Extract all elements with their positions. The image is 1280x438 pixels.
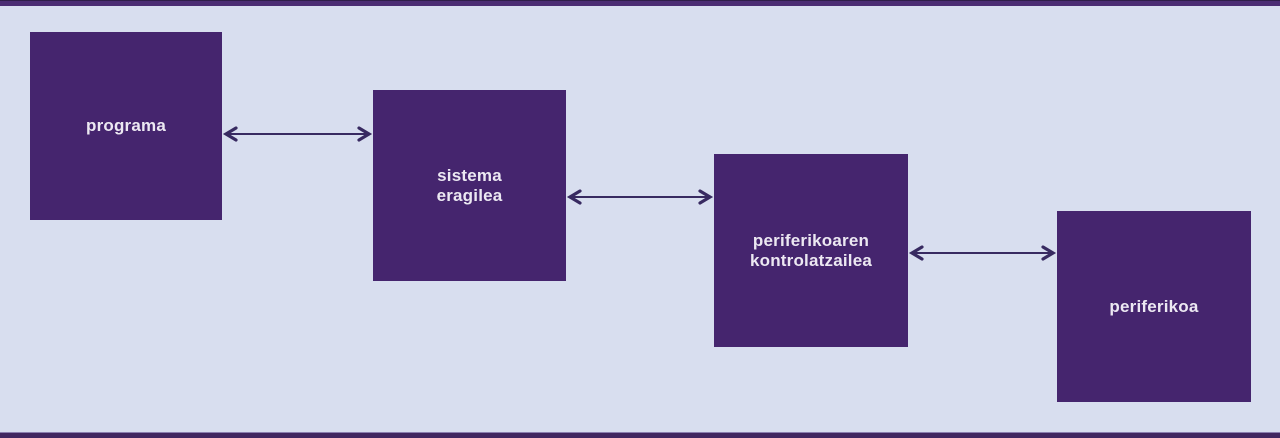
node-programa-label: programa [85,116,166,135]
double-arrow-icon [222,126,373,142]
node-sistema-eragilea-label: sistema eragilea [436,165,503,205]
node-sistema-eragilea: sistema eragilea [373,90,566,281]
frame-top-border [0,0,1280,6]
bidirectional-arrow-sistema-kontrolatzailea [566,187,714,207]
frame-bottom-border [0,432,1280,438]
node-periferikoa-label: periferikoa [1109,296,1199,316]
double-arrow-icon [908,245,1057,261]
double-arrow-icon [566,189,714,205]
bidirectional-arrow-kontrolatzailea-periferikoa [908,243,1057,263]
node-periferikoaren-kontrolatzailea: periferikoaren kontrolatzailea [714,154,908,347]
bidirectional-arrow-programa-sistema [222,124,373,144]
node-periferikoaren-kontrolatzailea-label: periferikoaren kontrolatzailea [749,230,873,270]
node-programa: programa [30,32,222,220]
node-periferikoa: periferikoa [1057,211,1251,402]
